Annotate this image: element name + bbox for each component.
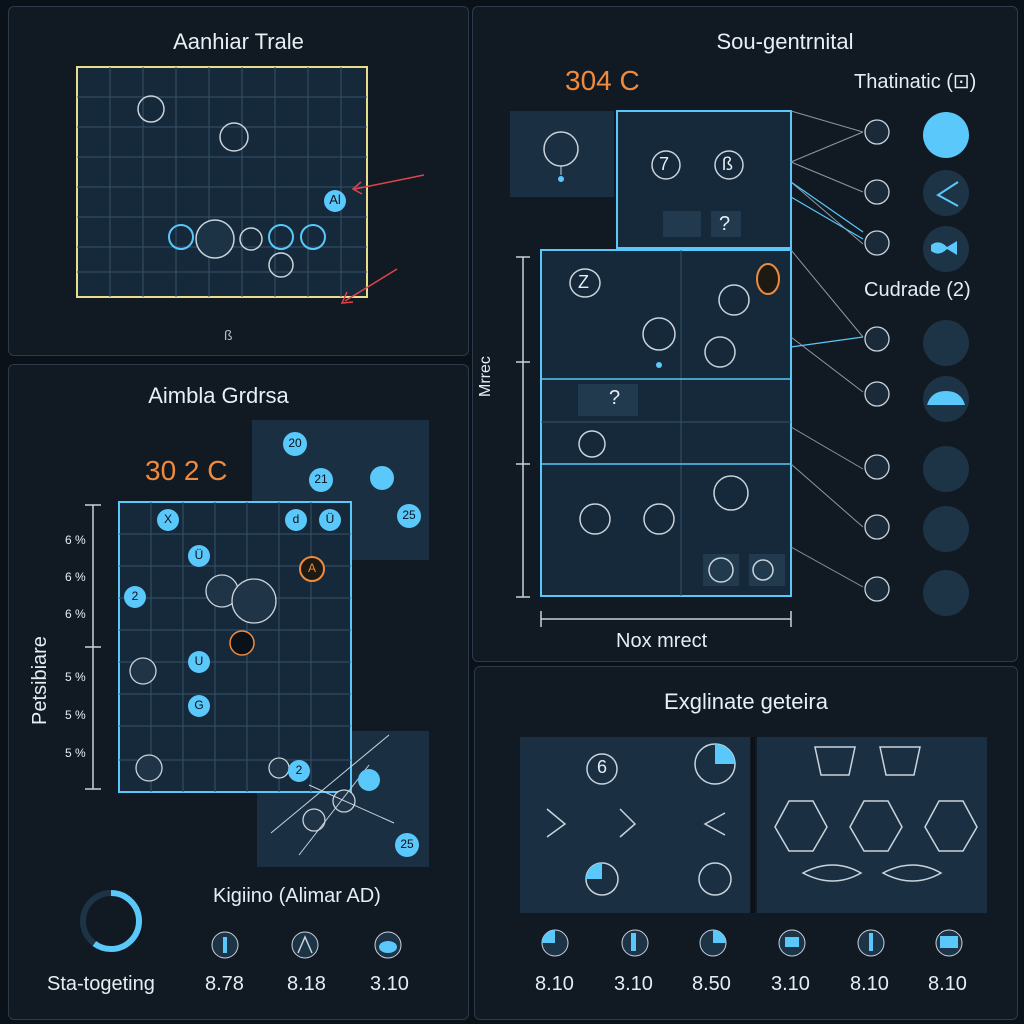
inset-badge: 2 <box>295 763 303 777</box>
node-icon <box>864 326 890 352</box>
grid-badge-label: Al <box>329 192 341 207</box>
panel-mid-left: Aimbla Grdrsa 30 2 C <box>8 364 469 1020</box>
value-label: 8.10 <box>928 973 967 995</box>
main-grid <box>540 249 792 597</box>
node-icon <box>864 454 890 480</box>
badge <box>157 509 179 531</box>
progress-gauge <box>80 890 142 952</box>
panel-title: Aanhiar Trale <box>173 29 304 54</box>
node-icon <box>864 514 890 540</box>
badge <box>124 586 146 608</box>
value-label: 8.18 <box>287 973 326 995</box>
cell-glyph: 6 <box>597 757 608 777</box>
panel-title: Sou-gentrnital <box>716 29 854 54</box>
temperature-readout: 30 2 C <box>145 455 228 486</box>
panel-title: Aimbla Grdrsa <box>148 383 289 408</box>
schematic-diagram[interactable] <box>473 7 1019 663</box>
badge <box>285 509 307 531</box>
grid-badge: G <box>194 698 204 712</box>
node-circle <box>268 252 294 278</box>
grid-badge: d <box>292 512 300 526</box>
value-label: 3.10 <box>771 973 810 995</box>
y-axis-label: Petsibiare <box>29 636 51 725</box>
grid-badge: U <box>194 654 204 668</box>
inset-badge: 25 <box>400 837 414 851</box>
y-tick: 5 % <box>65 670 86 684</box>
node-icon <box>864 230 890 256</box>
y-tick: 6 % <box>65 533 86 547</box>
glyph-board[interactable] <box>475 667 1019 927</box>
grid-badge: X <box>163 512 172 526</box>
red-arrow <box>354 174 425 190</box>
y-tick: 5 % <box>65 746 86 760</box>
status-dot <box>923 112 969 158</box>
cell-glyph: ? <box>609 387 621 409</box>
node-icon <box>864 119 890 145</box>
y-tick: 5 % <box>65 708 86 722</box>
grid-board[interactable] <box>9 7 470 357</box>
value-label: 3.10 <box>370 973 409 995</box>
badge-circle <box>324 190 346 212</box>
status-dot <box>923 446 969 492</box>
panel-top-left: Aanhiar Trale Al ß <box>8 6 469 356</box>
inset-badge: 20 <box>288 436 302 450</box>
y-tick: 6 % <box>65 607 86 621</box>
status-dot <box>923 570 969 616</box>
status-dot <box>923 506 969 552</box>
node-circle <box>137 95 165 123</box>
cell-glyph: Z <box>578 272 589 292</box>
node-circle <box>239 227 263 251</box>
grid-badge: Ü <box>325 512 335 526</box>
badge <box>319 509 341 531</box>
cell-glyph: ß <box>722 154 733 174</box>
y-tick: 6 % <box>65 570 86 584</box>
node-circle <box>195 219 235 259</box>
status-dot <box>923 170 969 216</box>
node-icon <box>864 381 890 407</box>
panel-top-right: Sou-gentrnital 304 C Thatinatic (⊡) Cudr… <box>472 6 1018 662</box>
status-dot <box>923 320 969 366</box>
cell-glyph: ? <box>719 213 731 235</box>
value-label: 3.10 <box>614 973 653 995</box>
grid-badge: 2 <box>131 589 139 603</box>
panel-title: Exglinate geteira <box>664 689 828 714</box>
inset-badge: 21 <box>314 472 328 486</box>
orange-badge <box>299 556 325 582</box>
orange-badge <box>229 630 255 656</box>
footer-glyph: ß <box>224 327 233 343</box>
node-circle <box>219 122 249 152</box>
node-icon <box>864 179 890 205</box>
value-label: 8.10 <box>850 973 889 995</box>
temperature-readout: 304 C <box>565 65 640 96</box>
panel-bottom-right: Exglinate geteira 6 <box>474 666 1018 1020</box>
badge <box>188 695 210 717</box>
grid-badge: Ü <box>194 548 204 562</box>
value-label: 8.78 <box>205 973 244 995</box>
cell-glyph: 7 <box>659 154 670 174</box>
value-icons <box>541 929 963 957</box>
grid-badge: A <box>307 561 316 575</box>
upper-cell <box>616 110 792 249</box>
inset-badge: 25 <box>402 508 416 522</box>
bottom-label: Nox mrect <box>616 630 708 652</box>
caption: Kigiino (Alimar AD) <box>213 885 381 907</box>
orange-marker <box>756 263 780 295</box>
grid-chart[interactable] <box>9 365 470 867</box>
gauge-label: Sta-togeting <box>47 973 155 995</box>
value-label: 8.10 <box>535 973 574 995</box>
badge <box>188 651 210 673</box>
legend-thatinatic: Thatinatic (⊡) <box>854 71 977 93</box>
legend-cudrade: Cudrade (2) <box>864 279 971 301</box>
badge <box>188 545 210 567</box>
side-label: Mrrec <box>477 356 494 397</box>
badge <box>288 760 310 782</box>
node-icon <box>864 576 890 602</box>
value-icons <box>211 931 402 959</box>
red-arrow <box>344 268 398 302</box>
value-label: 8.50 <box>692 973 731 995</box>
